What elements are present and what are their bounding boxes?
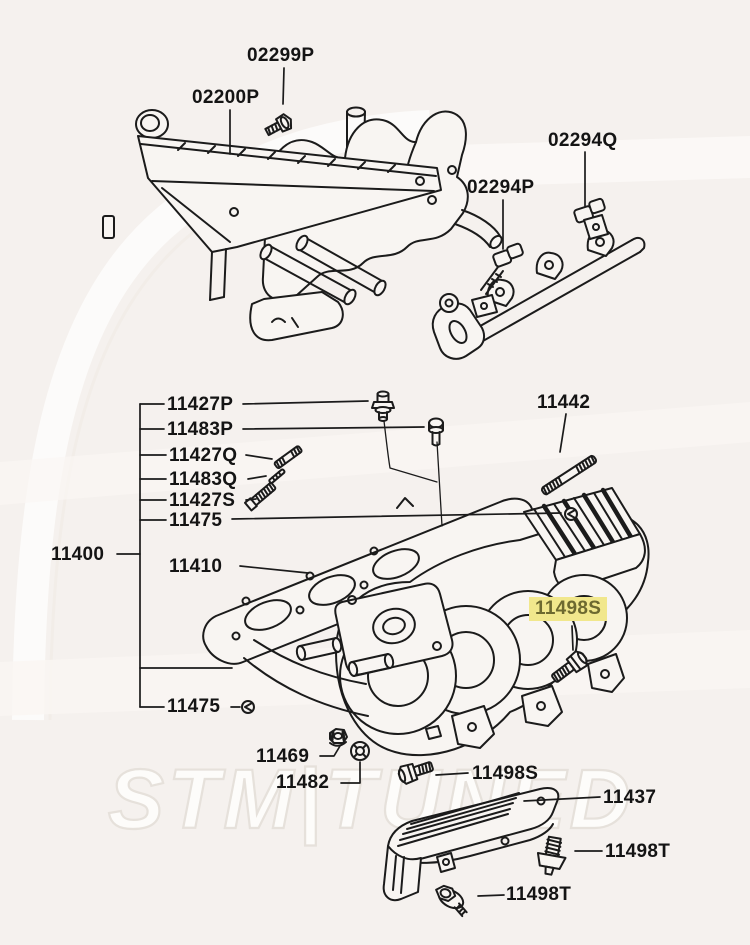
part-label-11469: 11469 [256,746,310,767]
part-label-02299p: 02299P [247,45,315,66]
part-label-02200p: 02200P [192,87,260,108]
bolt-11483p [428,417,444,447]
clamp-02294q [573,197,609,240]
part-label-11498t-right: 11498T [605,841,671,862]
part-label-11427p: 11427P [167,394,234,415]
part-label-11442: 11442 [537,392,591,413]
fitting-11427p [371,390,395,422]
clamp-02294p [471,242,524,318]
stud-11427s [244,482,277,512]
bolt-11498s-lower [397,761,434,785]
part-label-02294q: 02294Q [548,130,618,151]
fuel-rail-drawing [431,197,646,360]
intake-manifold-drawing [202,487,650,757]
part-label-11475-lower: 11475 [167,696,221,717]
cap-11475-upper [564,507,578,521]
heat-shield-drawing [382,787,560,902]
stud-11427q [273,445,303,470]
upper-manifold-drawing [102,106,503,342]
part-label-11437: 11437 [603,787,657,808]
pin-11483q [268,468,286,484]
part-label-11410: 11410 [169,556,223,577]
part-label-11498t-bottom: 11498T [506,884,572,905]
hardware [241,113,598,918]
part-label-11498s-highlighted: 11498S [529,597,608,621]
part-label-11427q: 11427Q [169,445,238,466]
part-label-11427s: 11427S [169,490,236,511]
nut-11469 [329,728,348,747]
part-label-11483p: 11483P [167,419,234,440]
part-label-02294p: 02294P [467,177,535,198]
part-label-11483q: 11483Q [169,469,238,490]
part-label-11400: 11400 [51,544,105,565]
ring-11482 [350,741,370,761]
bolt-02299p [264,113,293,137]
bracket-02200p [102,109,442,301]
part-label-11498s-lower: 11498S [472,763,539,784]
throttle-flange [334,582,454,676]
leader-lines [116,67,603,897]
bolt-11498t-right [536,835,567,876]
bolt-11498s-highlighted [551,650,588,683]
cap-11475-lower [241,700,255,714]
stud-11442 [540,454,598,496]
bolt-11498t-bottom [435,884,468,918]
part-label-11475-upper: 11475 [169,510,223,531]
plenum-ribbed-cover [523,487,646,590]
part-label-11482: 11482 [276,772,330,793]
